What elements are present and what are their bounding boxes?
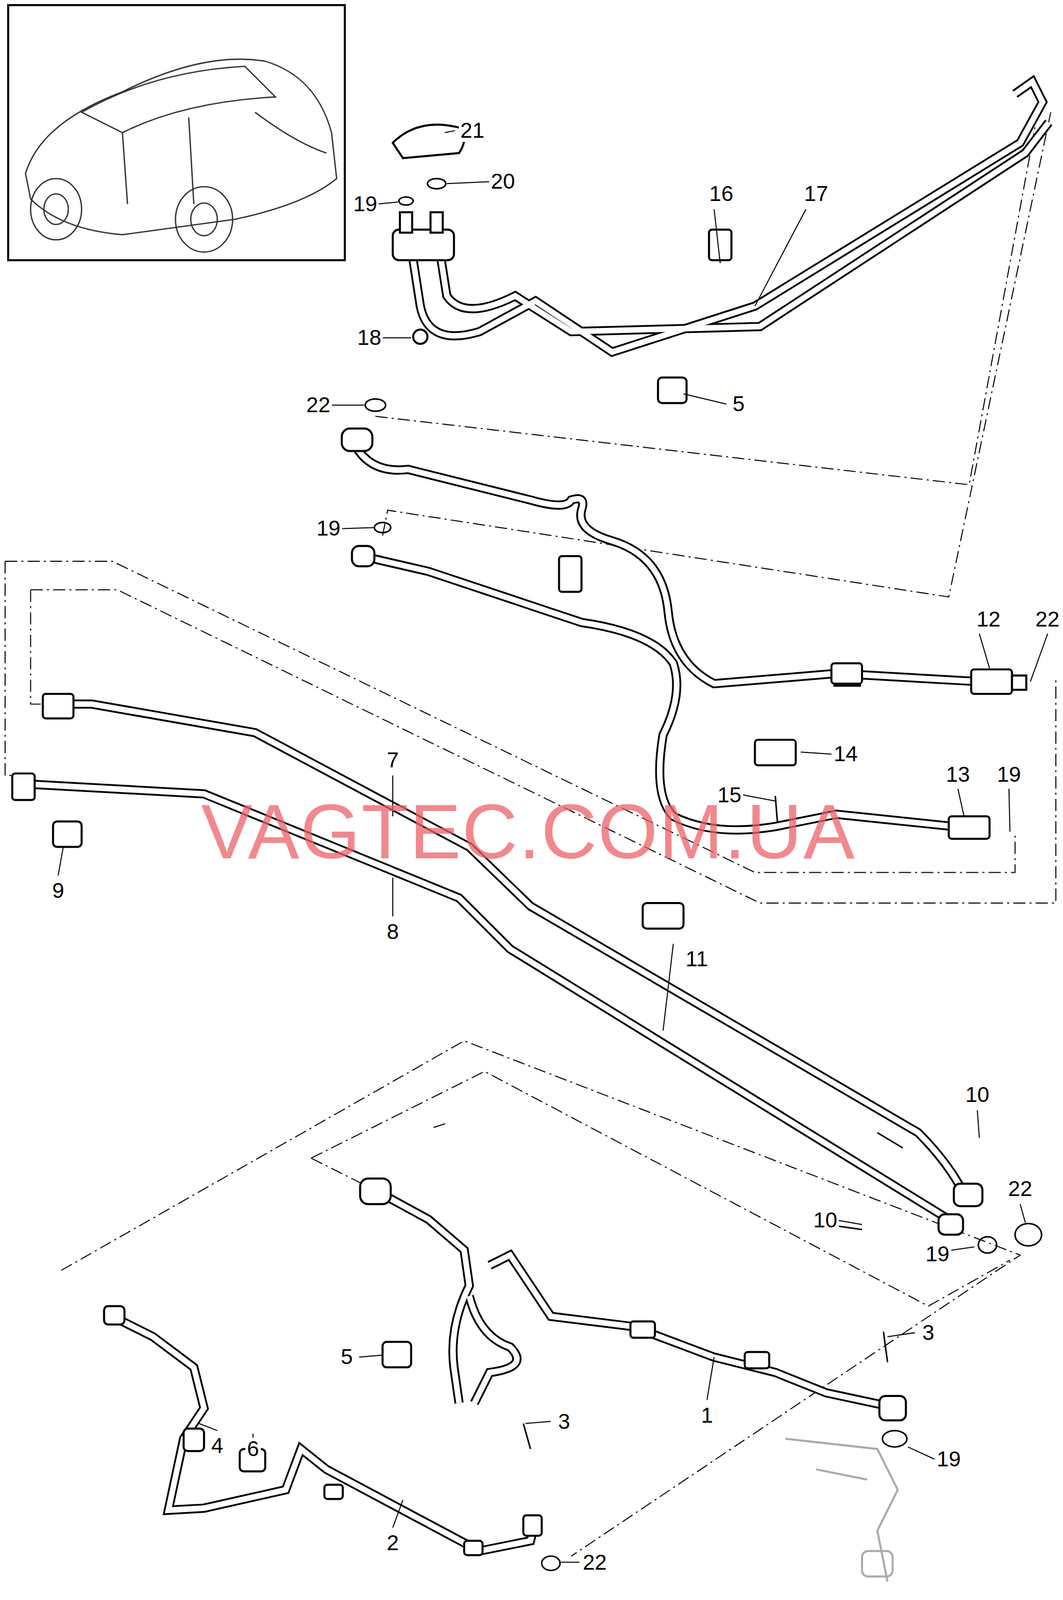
callout-number: 20	[489, 170, 517, 193]
callout-number: 14	[832, 742, 860, 766]
callout-number: 5	[339, 1345, 355, 1369]
callout-number: 1	[699, 1404, 715, 1427]
callout-number: 9	[50, 879, 66, 903]
callout-number: 19	[935, 1448, 963, 1471]
callout-number: 19	[924, 1242, 952, 1266]
callout-number: 17	[802, 182, 830, 206]
callout-number: 2	[385, 1531, 400, 1555]
callout-number: 22	[304, 393, 333, 417]
callout-number: 19	[315, 517, 343, 540]
callout-number: 19	[351, 192, 379, 216]
callout-number: 18	[355, 326, 383, 350]
callout-number: 3	[556, 1410, 572, 1434]
callout-number: 21	[459, 119, 487, 142]
callout-number: 6	[245, 1437, 261, 1461]
callout-number: 16	[707, 182, 736, 206]
callout-number: 4	[209, 1434, 225, 1458]
callout-number: 8	[385, 920, 400, 944]
callout-number: 12	[975, 608, 1003, 631]
callout-number: 11	[684, 947, 710, 971]
callout-number: 13	[944, 763, 972, 786]
callout-number: 22	[1006, 1177, 1034, 1201]
watermark: VAGTEC.COM.UA	[200, 793, 856, 871]
callout-number: 22	[581, 1551, 609, 1574]
callout-number: 5	[730, 392, 746, 416]
callout-number: 19	[995, 763, 1023, 786]
callout-number: 7	[385, 748, 400, 772]
callout-number: 10	[811, 1208, 839, 1232]
callout-number: 3	[920, 1321, 936, 1345]
callout-number: 22	[1033, 608, 1061, 631]
callout-number: 10	[963, 1083, 992, 1107]
